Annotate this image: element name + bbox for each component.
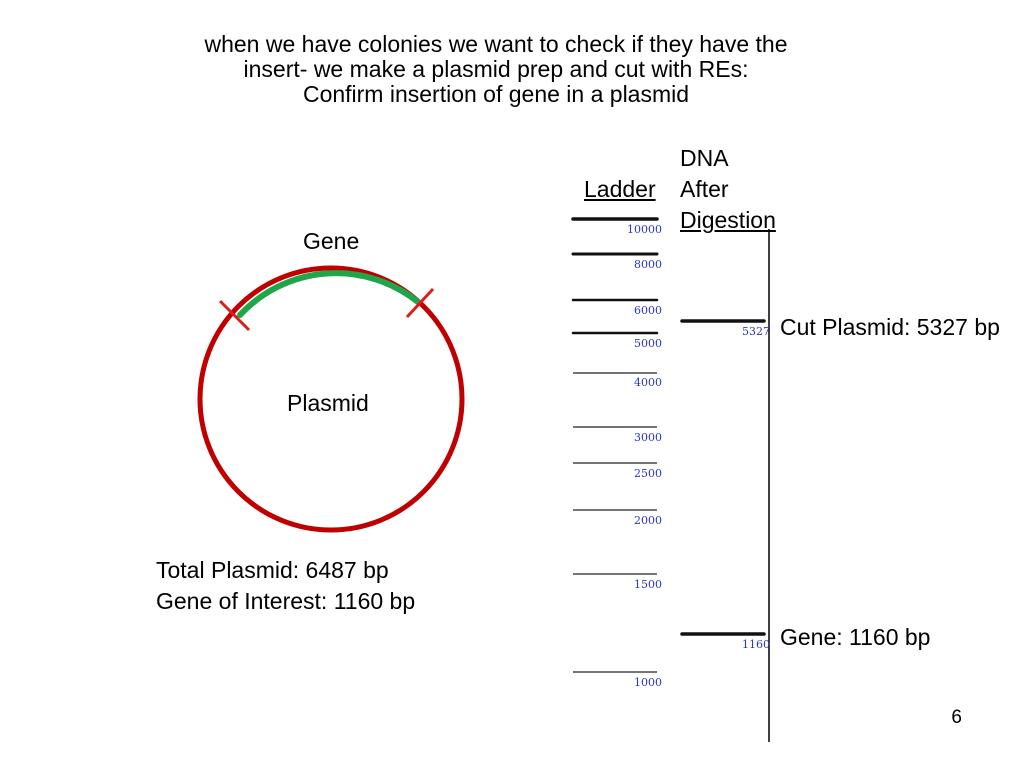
sample-band-1160: 1160 — [680, 632, 770, 651]
title-line-3: Confirm insertion of gene in a plasmid — [302, 81, 690, 107]
ladder-band-label: 1000 — [634, 676, 662, 689]
sample-header-line-3: Digestion — [680, 207, 776, 233]
gene-of-interest-text: Gene of Interest: 1160 bp — [156, 588, 416, 614]
page-number: 6 — [951, 707, 962, 728]
sample-header-line-1: DNA — [680, 145, 729, 171]
gene-band-label: Gene: 1160 bp — [780, 624, 931, 650]
ladder-band-5000: 5000 — [571, 331, 662, 350]
sample-header: DNA After Digestion — [680, 143, 776, 236]
ladder-band-1500: 1500 — [573, 573, 662, 591]
title-line-1: when we have colonies we want to check i… — [204, 31, 788, 57]
ladder-band-2500: 2500 — [573, 462, 662, 480]
sample-band-5327: 5327 — [680, 319, 770, 338]
cut-mark-left — [218, 299, 251, 332]
plasmid-info: Total Plasmid: 6487 bp Gene of Interest:… — [156, 555, 415, 617]
ladder-bands: 10000 8000 6000 5000 4000 3000 — [571, 217, 662, 689]
ladder-band-8000: 8000 — [571, 252, 662, 271]
slide-title: when we have colonies we want to check i… — [140, 32, 852, 107]
ladder-band-label: 4000 — [634, 376, 662, 389]
plasmid-diagram — [197, 265, 465, 533]
ladder-band-4000: 4000 — [573, 372, 662, 389]
sample-band-size: 1160 — [742, 638, 770, 651]
cut-mark-right — [405, 287, 435, 319]
gene-label: Gene — [303, 228, 360, 254]
total-plasmid-text: Total Plasmid: 6487 bp — [156, 557, 389, 583]
ladder-band-label: 10000 — [627, 223, 662, 236]
cut-plasmid-label: Cut Plasmid: 5327 bp — [780, 314, 1000, 340]
ladder-band-label: 8000 — [634, 258, 662, 271]
ladder-band-1000: 1000 — [573, 671, 662, 689]
ladder-band-label: 1500 — [634, 578, 662, 591]
sample-band-size: 5327 — [742, 325, 770, 338]
ladder-band-10000: 10000 — [571, 217, 662, 236]
plasmid-label: Plasmid — [287, 390, 369, 416]
ladder-band-2000: 2000 — [573, 509, 662, 527]
gene-arc — [237, 270, 421, 318]
ladder-band-label: 2500 — [634, 467, 662, 480]
ladder-band-label: 3000 — [634, 431, 662, 444]
ladder-band-label: 2000 — [634, 514, 662, 527]
gel-diagram: 10000 8000 6000 5000 4000 3000 — [571, 217, 770, 742]
ladder-band-3000: 3000 — [573, 426, 662, 444]
ladder-band-label: 5000 — [634, 337, 662, 350]
title-line-2: insert- we make a plasmid prep and cut w… — [243, 56, 749, 82]
ladder-band-6000: 6000 — [571, 298, 662, 317]
plasmid-circle — [197, 265, 465, 533]
ladder-band-label: 6000 — [634, 304, 662, 317]
sample-header-line-2: After — [680, 176, 729, 202]
ladder-header: Ladder — [584, 176, 656, 202]
